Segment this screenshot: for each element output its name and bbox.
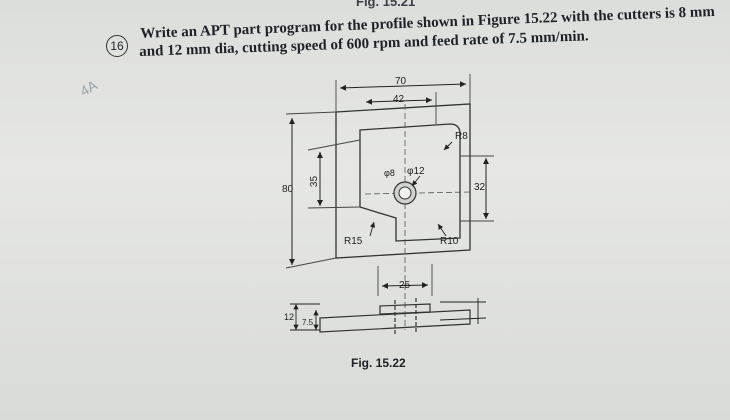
thickness-base-label: 12 xyxy=(284,312,295,322)
side-view-dimensions xyxy=(290,298,487,331)
hole-small-label: φ8 xyxy=(384,168,395,178)
side-view xyxy=(319,298,471,334)
radius-top-right-label: R8 xyxy=(455,131,468,142)
outer-outline xyxy=(335,103,471,259)
figure-caption: Fig. 15.22 xyxy=(351,356,406,370)
hole-small xyxy=(398,186,412,200)
previous-figure-label: Fig. 15.21 xyxy=(356,0,416,9)
dimension-boss-width: 25 xyxy=(399,280,411,291)
hole-large-label: φ12 xyxy=(407,166,425,177)
dimension-left-height: 35 xyxy=(309,175,321,188)
leader-lines xyxy=(369,141,453,237)
dimension-right-height: 32 xyxy=(474,182,486,193)
extension-lines xyxy=(285,74,494,296)
centre-lines xyxy=(364,104,471,330)
radius-bottom-right-label: R10 xyxy=(440,236,459,247)
dimension-inner-width: 42 xyxy=(393,94,405,105)
dimension-overall-height: 80 xyxy=(282,184,294,195)
dimension-lines xyxy=(289,81,489,289)
radius-bottom-left-label: R15 xyxy=(344,236,363,247)
part-profile xyxy=(359,123,461,242)
thickness-top-label: 7.5 xyxy=(302,318,314,327)
question-number: 16 xyxy=(106,35,128,57)
dimension-overall-width: 70 xyxy=(395,76,407,87)
